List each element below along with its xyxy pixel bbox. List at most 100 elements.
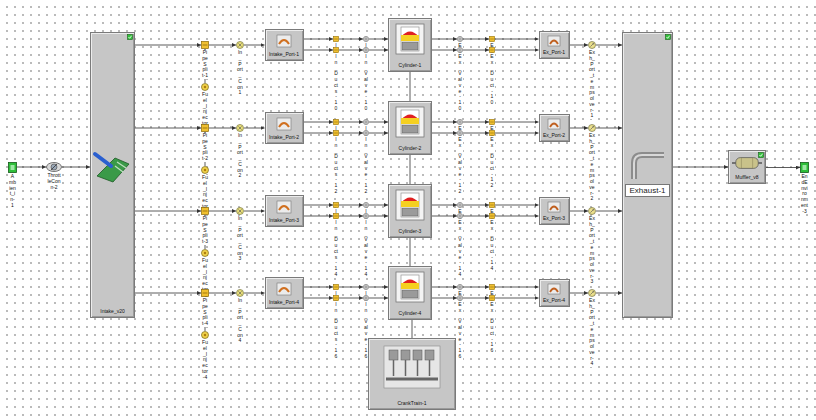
- component-label: In_Port_Con3: [236, 216, 244, 262]
- component-label: Exh_Port_tempsolver-1: [588, 50, 596, 119]
- exhaust-box: Exhaust-1: [622, 32, 673, 318]
- duct-node: Ex_Duct-14: [489, 213, 495, 219]
- pipe-icon: [489, 295, 495, 301]
- pipe-icon: [201, 289, 209, 297]
- port-icon: [546, 117, 562, 131]
- pipe-node: PipeSplit-4: [201, 289, 209, 297]
- component-label: ThrottleConn-2: [46, 173, 62, 190]
- port-box: Ex_Port-3: [539, 197, 570, 225]
- box-label: Ex_Port-3: [542, 216, 566, 222]
- link-line: [570, 293, 589, 294]
- link-line: [135, 128, 201, 129]
- component-label: In_Ducts-16: [333, 302, 339, 360]
- component-label: Fuel_Injector-4: [201, 340, 209, 380]
- component-label: Ex_Valve-14: [457, 220, 463, 278]
- component-label: Ambient_in-1: [8, 174, 17, 209]
- link-line: [410, 238, 411, 266]
- pipe-node: PipeSplit-2: [201, 124, 209, 132]
- pipe-icon: [333, 47, 339, 53]
- link-line: [209, 211, 236, 212]
- link-line: [432, 287, 457, 288]
- port-icon: [546, 34, 562, 48]
- link-line: [209, 128, 236, 129]
- link-line: [369, 298, 388, 299]
- connection-node: In_Port_Con3: [236, 207, 244, 215]
- valve-node: In_Valve-12: [363, 130, 369, 136]
- solver-node: Exh_Port_tempsolver-1: [588, 41, 596, 49]
- valve-icon: [457, 284, 463, 290]
- component-label: Exh_Port_tempsolver-3: [588, 216, 596, 285]
- box-label: Cylinder-4: [398, 311, 423, 317]
- duct-node: In_Ducts-14: [333, 213, 339, 219]
- valve-icon: [457, 36, 463, 42]
- connection-icon: [236, 41, 244, 49]
- link-line: [339, 133, 363, 134]
- component-label: In_Ducts-14: [333, 220, 339, 278]
- pipe-icon: [489, 47, 495, 53]
- cylinder-icon: [395, 271, 425, 303]
- link-line: [339, 287, 363, 288]
- link-line: [432, 298, 457, 299]
- duct-node: Ex_Duct-15: [489, 284, 495, 290]
- valve-icon: [457, 202, 463, 208]
- port-icon: [275, 281, 293, 297]
- boundary-node: Ambient_in-1: [8, 162, 17, 173]
- port-icon: [275, 116, 293, 132]
- valve-icon: [457, 47, 463, 53]
- valve-icon: [363, 202, 369, 208]
- pipe-node: PipeSplit-3: [201, 207, 209, 215]
- valve-node: In_Valve-15: [363, 284, 369, 290]
- pipe-icon: [333, 284, 339, 290]
- link-line: [432, 205, 457, 206]
- cylinder-box: Cylinder-4: [388, 266, 432, 320]
- box-label: Intake_v20: [99, 309, 125, 315]
- link-line: [339, 298, 363, 299]
- link-line: [339, 122, 363, 123]
- connection-icon: [236, 124, 244, 132]
- injector-icon: [201, 331, 209, 339]
- valve-icon: [363, 295, 369, 301]
- link-line: [17, 167, 46, 168]
- link-line: [410, 155, 411, 184]
- valve-icon: [457, 213, 463, 219]
- injector-node: Fuel_Injector-4: [201, 331, 209, 339]
- duct-node: In_Ducts-10: [333, 47, 339, 53]
- component-label: Ex_Duct-10: [489, 54, 495, 106]
- solver-icon: [588, 207, 596, 215]
- component-label: PipeSplit-4: [201, 298, 209, 327]
- link-line: [570, 45, 589, 46]
- link-line: [209, 45, 236, 46]
- link-line: [304, 216, 334, 217]
- status-marker: [758, 152, 764, 158]
- link-line: [304, 50, 334, 51]
- crank-icon: [382, 344, 442, 390]
- link-line: [304, 133, 334, 134]
- link-line: [463, 205, 489, 206]
- component-label: In_Port_Con4: [236, 298, 244, 344]
- duct-node: Ex_Duct-10: [489, 47, 495, 53]
- port-box: Intake_Port-4: [265, 277, 304, 309]
- muffler-icon: [732, 154, 762, 172]
- valve-node: Ex_Valve-14: [457, 213, 463, 219]
- connection-node: In_Port_Con1: [236, 41, 244, 49]
- link-line: [432, 50, 457, 51]
- valve-node: Ex_Valve-12: [457, 130, 463, 136]
- box-label: Exhaust-1: [625, 184, 669, 197]
- throttle-node: ThrottleConn-2: [46, 162, 62, 172]
- link-line: [463, 50, 489, 51]
- solver-node: Exh_Port_tempsolver-2: [588, 124, 596, 132]
- link-line: [495, 298, 539, 299]
- link-line: [495, 133, 539, 134]
- valve-icon: [363, 119, 369, 125]
- box-label: Intake_Port-4: [268, 300, 300, 306]
- component-label: In_Port_Con2: [236, 133, 244, 179]
- link-line: [369, 50, 388, 51]
- component-label: In_Ducts-12: [333, 137, 339, 195]
- duct-node: In_Ducts-16: [333, 295, 339, 301]
- link-line: [463, 298, 489, 299]
- cylinder-icon: [395, 106, 425, 138]
- valve-node: In_Valve-11: [363, 119, 369, 125]
- pipe-icon: [333, 130, 339, 136]
- link-line: [304, 298, 334, 299]
- link-line: [463, 287, 489, 288]
